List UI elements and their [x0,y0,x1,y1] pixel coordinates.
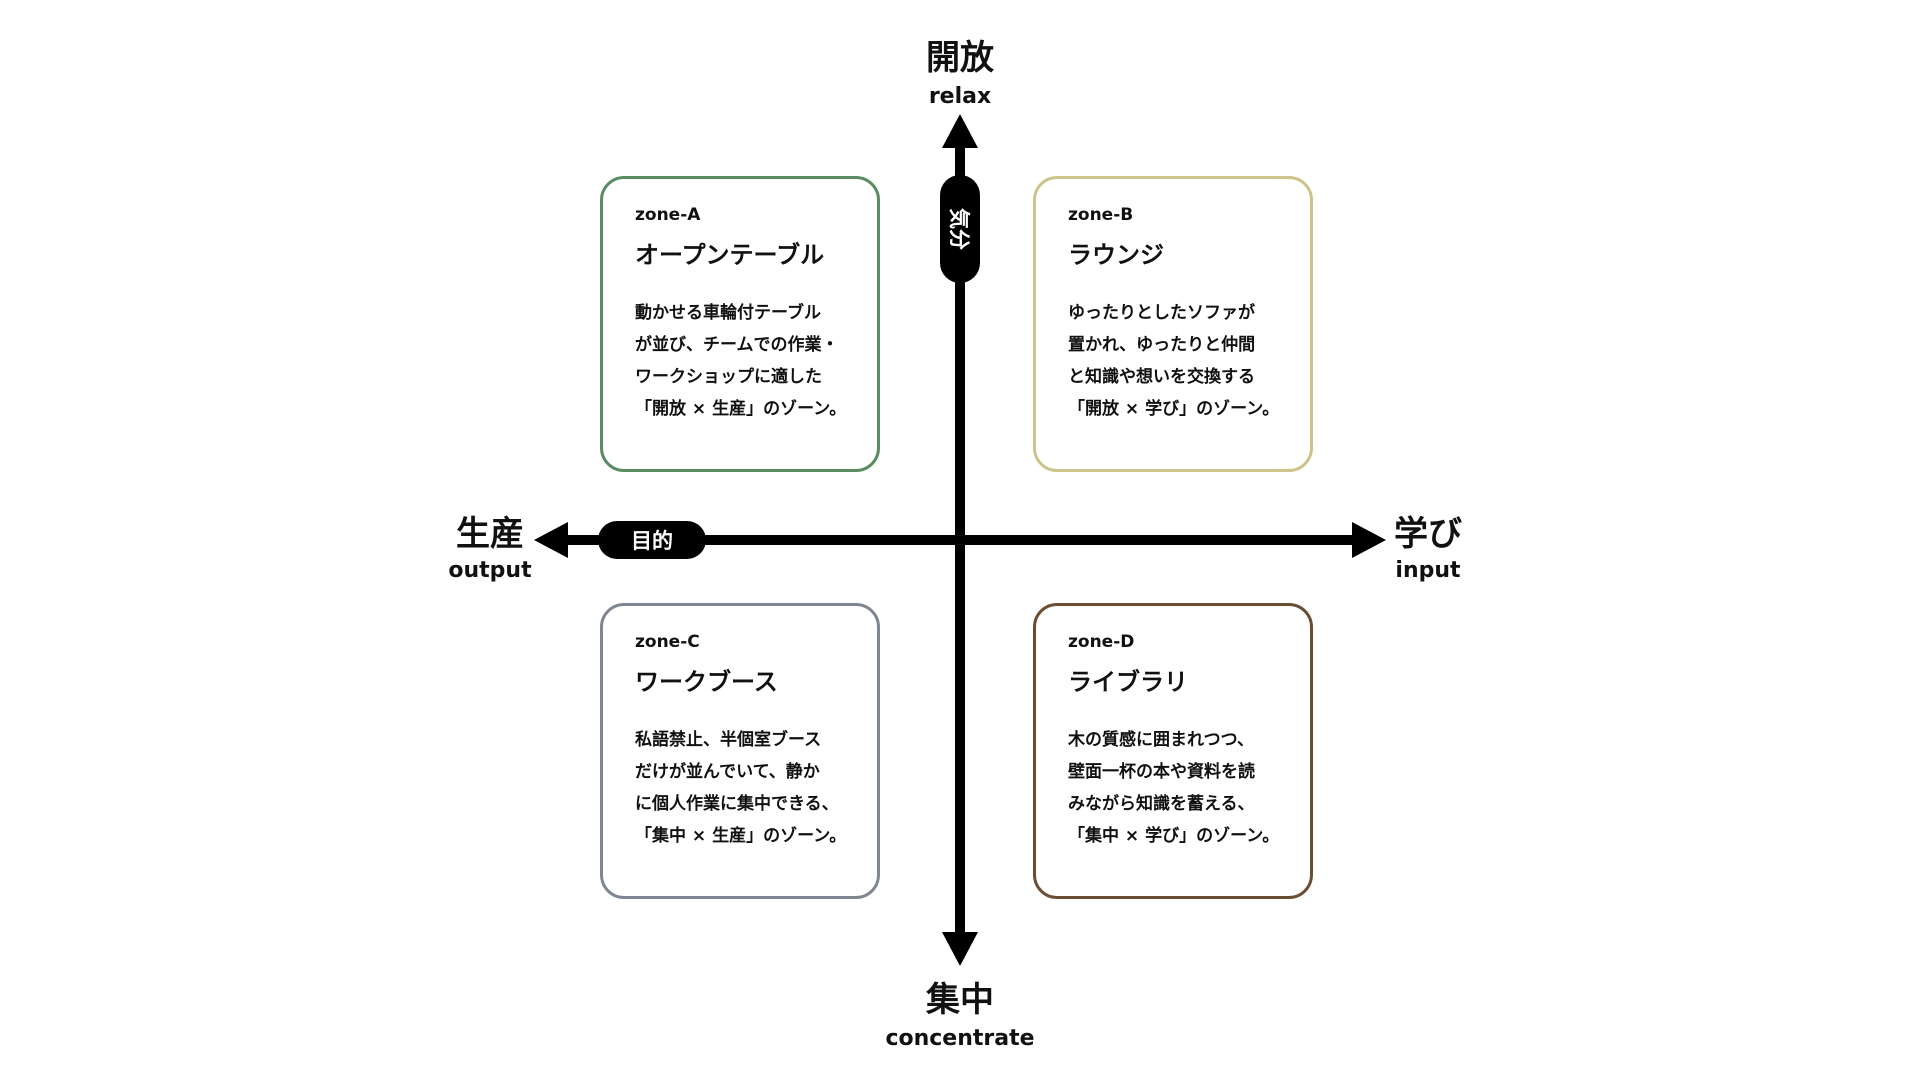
axis-right-sub: input [1395,558,1461,583]
description-line: 壁面一杯の本や資料を読 [1068,762,1255,782]
vertical-axis-label-text: 気分 [947,208,971,250]
axis-right-title: 学び [1394,514,1462,554]
description-line: 動かせる車輪付テーブル [635,303,821,323]
description-line: 「集中 × 学び」のゾーン。 [1068,826,1280,846]
arrow-right-icon [1352,522,1386,558]
zone-card: zone-A オープンテーブル 動かせる車輪付テーブルが並び、チームでの作業・ワ… [600,176,880,472]
zone-description: 私語禁止、半個室ブースだけが並んでいて、静かに個人作業に集中できる、「集中 × … [635,724,875,852]
zone-card: zone-C ワークブース 私語禁止、半個室ブースだけが並んでいて、静かに個人作… [600,603,880,899]
zone-name: ライブラリ [1068,668,1188,696]
description-line: ワークショップに適した [635,367,822,387]
description-line: 「集中 × 生産」のゾーン。 [635,826,847,846]
description-line: 置かれ、ゆったりと仲間 [1068,335,1256,355]
vertical-axis-label: 気分 [940,175,980,283]
axis-bottom-title: 集中 [926,980,994,1020]
description-line: ゆったりとしたソファが [1068,303,1255,323]
zone-description: ゆったりとしたソファが置かれ、ゆったりと仲間と知識や想いを交換する「開放 × 学… [1068,297,1308,425]
zone-card: zone-B ラウンジ ゆったりとしたソファが置かれ、ゆったりと仲間と知識や想い… [1033,176,1313,472]
horizontal-axis-label: 目的 [598,521,706,559]
arrow-left-icon [534,522,568,558]
zone-card: zone-D ライブラリ 木の質感に囲まれつつ、壁面一杯の本や資料を読みながら知… [1033,603,1313,899]
description-line: 「開放 × 生産」のゾーン。 [635,399,847,419]
zone-id: zone-C [635,632,700,652]
description-line: に個人作業に集中できる、 [635,794,839,814]
zone-description: 木の質感に囲まれつつ、壁面一杯の本や資料を読みながら知識を蓄える、「集中 × 学… [1068,724,1308,852]
description-line: 「開放 × 学び」のゾーン。 [1068,399,1280,419]
zone-id: zone-D [1068,632,1135,652]
axis-top-sub: relax [928,84,992,109]
axis-top-title: 開放 [926,38,994,78]
zone-name: ワークブース [635,668,778,696]
axis-left-title: 生産 [456,514,524,554]
description-line: だけが並んでいて、静か [635,762,820,782]
arrow-up-icon [942,114,978,148]
description-line: と知識や想いを交換する [1068,367,1255,387]
zone-id: zone-A [635,205,701,225]
arrow-down-icon [942,932,978,966]
zone-id: zone-B [1068,205,1134,225]
description-line: が並び、チームでの作業・ [635,335,839,355]
zone-name: オープンテーブル [635,241,825,269]
axis-left-sub: output [448,558,532,583]
zone-description: 動かせる車輪付テーブルが並び、チームでの作業・ワークショップに適した「開放 × … [635,297,875,425]
description-line: みながら知識を蓄える、 [1068,794,1255,814]
description-line: 私語禁止、半個室ブース [635,730,822,750]
axis-bottom-sub: concentrate [885,1026,1035,1051]
zone-name: ラウンジ [1068,241,1164,269]
description-line: 木の質感に囲まれつつ、 [1068,730,1254,750]
